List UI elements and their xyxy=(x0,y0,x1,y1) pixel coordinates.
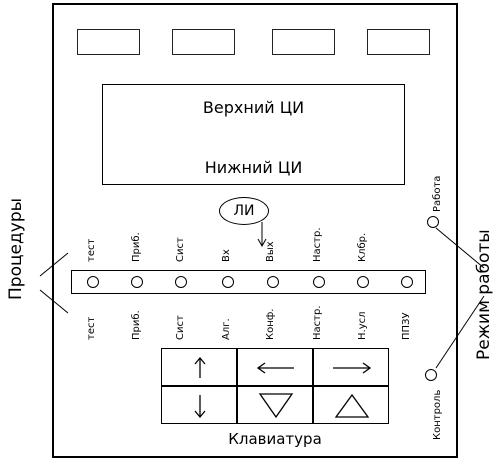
bottom-label-test: тест xyxy=(86,316,97,340)
lower-display-label: Нижний ЦИ xyxy=(204,158,303,177)
led-alg xyxy=(222,276,234,288)
bottom-label-nusl: Н.усл xyxy=(357,311,368,340)
led-test xyxy=(87,276,99,288)
key-down-triangle[interactable] xyxy=(237,386,313,424)
bottom-label-nastr: Настр. xyxy=(312,305,323,341)
device-panel xyxy=(52,3,458,458)
indicator-window-3 xyxy=(272,29,335,55)
bottom-label-sist: Сист xyxy=(175,315,186,340)
top-label-klbr: Клбр. xyxy=(357,232,368,262)
top-label-test: тест xyxy=(86,238,97,262)
led-ppzu xyxy=(401,276,413,288)
down-arrow-icon xyxy=(194,395,206,419)
top-label-sist: Сист xyxy=(175,237,186,262)
indicator-window-1 xyxy=(77,29,140,55)
li-indicator: ЛИ xyxy=(219,197,269,225)
down-triangle-icon xyxy=(258,393,294,419)
bottom-label-prib: Приб. xyxy=(131,310,142,340)
mode-control-label: Контроль xyxy=(432,389,443,440)
led-sist xyxy=(175,276,187,288)
mode-work-label: Работа xyxy=(432,175,443,212)
up-arrow-icon xyxy=(194,356,206,378)
key-up-arrow[interactable] xyxy=(161,348,237,386)
digital-display: Верхний ЦИ Нижний ЦИ xyxy=(102,84,405,185)
top-label-vh: Вх xyxy=(221,249,232,262)
key-down-arrow[interactable] xyxy=(161,386,237,424)
left-arrow-icon xyxy=(256,362,294,374)
led-nusl xyxy=(357,276,369,288)
up-triangle-icon xyxy=(334,393,370,418)
bottom-label-ppzu: ППЗУ xyxy=(401,312,412,340)
bottom-label-konf: Конф. xyxy=(265,308,276,340)
indicator-window-4 xyxy=(367,29,430,55)
indicator-window-2 xyxy=(172,29,235,55)
procedure-led-strip xyxy=(71,270,426,294)
key-right-arrow[interactable] xyxy=(313,348,389,386)
mode-title-label: Режим работы xyxy=(474,229,494,360)
key-up-triangle[interactable] xyxy=(313,386,389,424)
led-mode-control xyxy=(425,369,437,381)
key-left-arrow[interactable] xyxy=(237,348,313,386)
keyboard-label: Клавиатура xyxy=(228,430,322,448)
led-nastr xyxy=(313,276,325,288)
led-prib xyxy=(131,276,143,288)
top-label-vyh: Вых xyxy=(265,241,276,262)
led-konf xyxy=(267,276,279,288)
led-mode-work xyxy=(427,216,439,228)
top-label-prib: Приб. xyxy=(131,232,142,262)
upper-display-label: Верхний ЦИ xyxy=(202,98,305,117)
procedures-label: Процедуры xyxy=(6,197,26,300)
right-arrow-icon xyxy=(333,362,372,374)
top-label-nastr: Настр. xyxy=(312,227,323,263)
bottom-label-alg: Алг. xyxy=(221,318,232,340)
